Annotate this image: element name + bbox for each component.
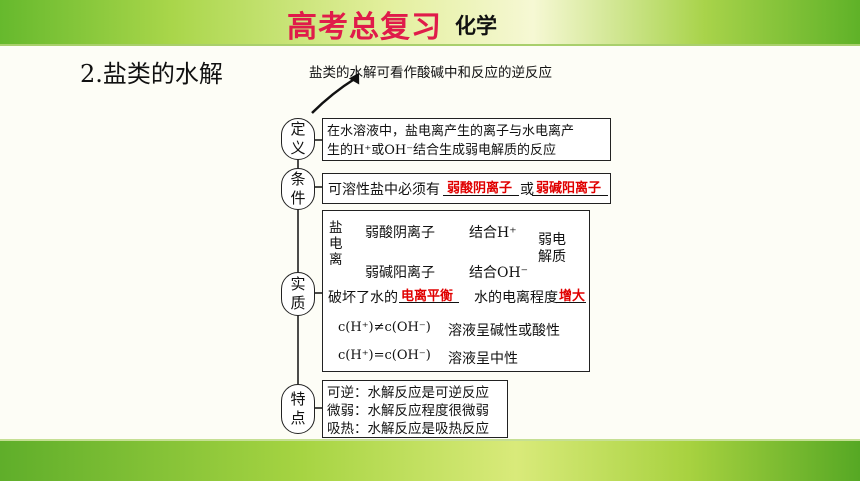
branch2-result: 结合OH⁻: [469, 265, 529, 281]
weak-electrolyte-label: 弱电解质: [538, 232, 566, 265]
answer-underline: [556, 302, 586, 303]
node-feature: 特点: [281, 384, 315, 434]
answer-underline: [443, 195, 519, 196]
node-feature-label: 特点: [290, 390, 306, 427]
condition-answer-weak-acid-anion: 弱酸阴离子: [447, 181, 513, 196]
condition-prefix: 可溶性盐中必须有: [328, 182, 440, 198]
definition-line2: 生的H⁺或OH⁻结合生成弱电解质的反应: [327, 143, 557, 158]
branch1-result: 结合H⁺: [469, 225, 517, 241]
break-prefix: 破坏了水的: [328, 290, 398, 306]
header-title: 高考总复习: [287, 10, 442, 45]
definition-box: [322, 118, 611, 161]
answer-increase: 增大: [559, 289, 586, 304]
condition-answer-weak-base-cation: 弱碱阳离子: [536, 181, 602, 196]
top-note: 盐类的水解可看作酸碱中和反应的逆反应: [309, 65, 552, 81]
condition-connector: 或: [520, 182, 534, 198]
case1-result: 溶液呈碱性或酸性: [448, 323, 560, 339]
node-essence: 实质: [281, 272, 315, 316]
answer-ionization-equilibrium: 电离平衡: [401, 289, 454, 304]
case2-result: 溶液呈中性: [448, 351, 518, 367]
salt-ionization-label: 盐电离: [329, 220, 343, 268]
header-bar: [0, 0, 860, 44]
node-condition-label: 条件: [290, 170, 306, 207]
header-subject: 化学: [455, 14, 497, 38]
feature-endothermic: 吸热：水解反应是吸热反应: [327, 421, 489, 437]
node-condition: 条件: [281, 168, 315, 210]
feature-reversible: 可逆：水解反应是可逆反应: [327, 385, 489, 401]
effect-text: 水的电离程度: [474, 290, 558, 306]
section-title: 2.盐类的水解: [80, 60, 223, 88]
condition-box: [322, 173, 611, 204]
feature-weak: 微弱：水解反应程度很微弱: [327, 403, 489, 419]
footer-bar: [0, 441, 860, 481]
answer-underline: [532, 195, 608, 196]
node-definition-label: 定义: [290, 120, 306, 157]
feature-box: [322, 380, 508, 438]
definition-line1: 在水溶液中，盐电离产生的离子与水电离产: [327, 124, 575, 139]
branch1-ion: 弱酸阴离子: [365, 225, 435, 241]
header-divider: [0, 44, 860, 46]
case1-condition: c(H⁺)≠c(OH⁻): [338, 320, 431, 335]
branch2-ion: 弱碱阳离子: [365, 265, 435, 281]
node-essence-label: 实质: [290, 275, 306, 312]
essence-box: [322, 210, 590, 372]
footer-divider: [0, 439, 860, 441]
node-definition: 定义: [281, 118, 315, 160]
case2-condition: c(H⁺)=c(OH⁻): [338, 348, 431, 363]
answer-underline: [399, 302, 459, 303]
